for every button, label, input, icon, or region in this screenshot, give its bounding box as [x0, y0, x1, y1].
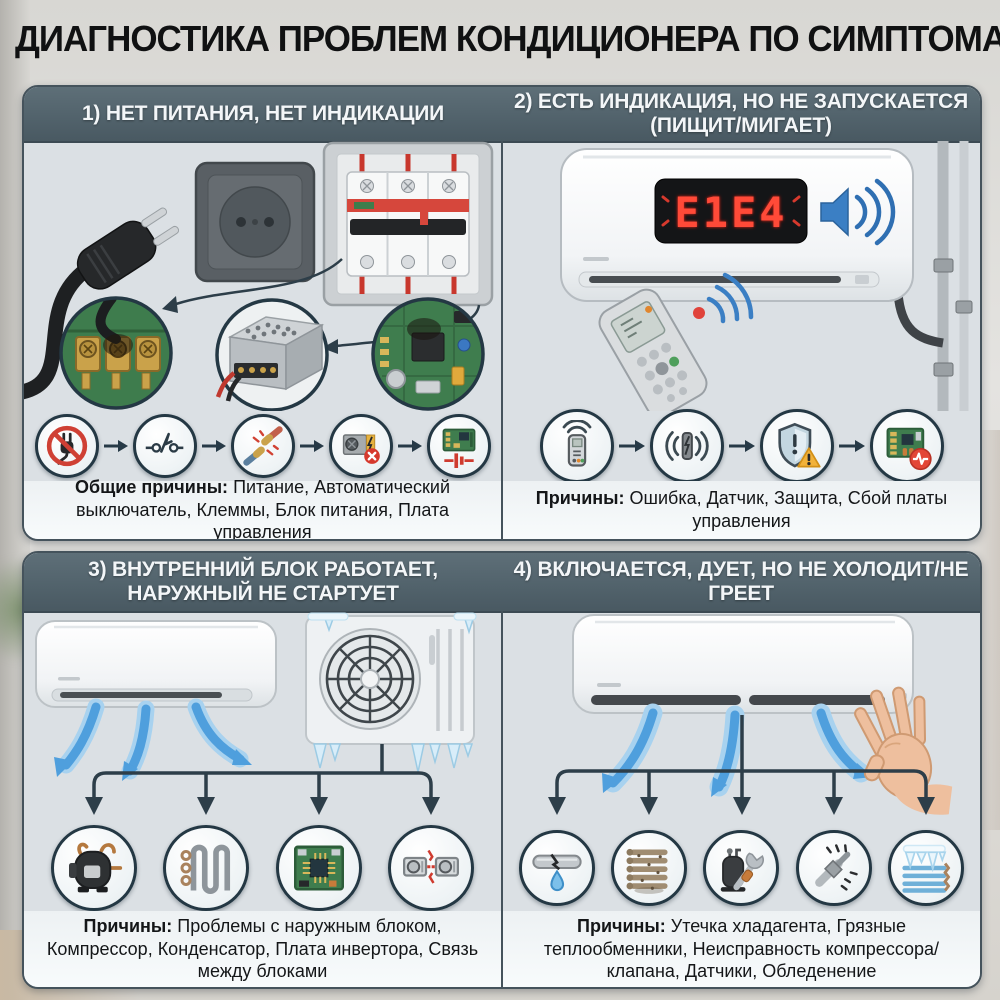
sensor-signal-icon — [649, 409, 724, 483]
control-board-closeup — [371, 297, 485, 411]
panel-top-header: 1) НЕТ ПИТАНИЯ, НЕТ ИНДИКАЦИИ 2) ЕСТЬ ИН… — [24, 87, 980, 143]
quadrant4-title: 4) ВКЛЮЧАЕТСЯ, ДУЕТ, НО НЕ ХОЛОДИТ/НЕ ГР… — [513, 558, 969, 605]
vertical-divider — [501, 611, 503, 987]
airflow-arrows — [54, 698, 252, 781]
ir-led-glow — [693, 307, 705, 319]
page-title: ДИАГНОСТИКА ПРОБЛЕМ КОНДИЦИОНЕРА ПО СИМП… — [15, 18, 1000, 59]
sensor-spark-icon — [795, 830, 872, 906]
quadrant-4: Причины: Утечка хладагента, Грязные тепл… — [503, 553, 980, 987]
circuit-breaker-panel — [322, 141, 494, 307]
caption-text: Утечка хладагента, Грязные теплообменник… — [543, 916, 940, 982]
quadrant4-illustration — [503, 611, 980, 825]
indicating-unit-illustration: E1E4 E1E4 — [560, 141, 973, 411]
quadrant1-caption: Общие причины: Питание, Автоматический в… — [24, 477, 501, 539]
quadrant2-icon-flow — [503, 409, 980, 483]
power-chain-illustration — [24, 141, 494, 411]
power-plug — [24, 207, 180, 399]
indoor-outdoor-illustration — [35, 612, 477, 815]
caption-label: Общие причины: — [74, 477, 229, 497]
remote-signal-waves — [706, 272, 754, 324]
branch-arrowheads — [548, 797, 935, 815]
quadrant3-title: 3) ВНУТРЕННИЙ БЛОК РАБОТАЕТ, НАРУЖНЫЙ НЕ… — [88, 558, 438, 605]
indoor-unit — [572, 614, 914, 714]
caption-label: Причины: — [83, 916, 173, 936]
error-display: E1E4 E1E4 — [654, 178, 808, 244]
flow-arrow — [728, 440, 755, 452]
blowing-unit-hand-illustration — [548, 614, 953, 815]
beeper-icon — [820, 178, 896, 246]
quadrant1-illustration — [24, 141, 501, 411]
compressor-wrench-icon — [703, 830, 780, 906]
caption-text: Проблемы с наружным блоком, Компрессор, … — [46, 916, 479, 982]
panel-bottom: 3) ВНУТРЕННИЙ БЛОК РАБОТАЕТ, НАРУЖНЫЙ НЕ… — [22, 551, 982, 989]
quadrant-2: E1E4 E1E4 — [503, 87, 980, 539]
remote-signal-icon — [539, 409, 614, 483]
power-supply-closeup — [215, 298, 329, 411]
refrigerant-leak-icon — [519, 830, 596, 906]
quadrant3-illustration — [24, 611, 501, 825]
burnt-terminals-closeup — [59, 296, 173, 410]
flow-arrow — [103, 440, 128, 452]
panel-bottom-header: 3) ВНУТРЕННИЙ БЛОК РАБОТАЕТ, НАРУЖНЫЙ НЕ… — [24, 553, 980, 613]
remote-control — [598, 288, 708, 411]
board-pulse-fault-icon — [869, 409, 944, 483]
frozen-outdoor-unit — [305, 612, 477, 773]
error-code: E1E4 — [674, 188, 787, 237]
flow-arrow — [299, 440, 324, 452]
quadrant4-icon-row — [503, 825, 980, 911]
units-link-broken-icon — [388, 825, 475, 911]
pipes — [893, 141, 973, 411]
quadrant3-caption: Причины: Проблемы с наружным блоком, Ком… — [24, 911, 501, 987]
error-code: E1E4 — [674, 188, 787, 237]
quadrant1-title: 1) НЕТ ПИТАНИЯ, НЕТ ИНДИКАЦИИ — [81, 102, 445, 126]
quadrant2-caption: Причины: Ошибка, Датчик, Защита, Сбой пл… — [503, 481, 980, 539]
vertical-divider — [501, 141, 503, 539]
quadrant2-illustration: E1E4 E1E4 — [503, 141, 980, 411]
condenser-coil-icon — [163, 825, 250, 911]
protection-shield-icon — [759, 409, 834, 483]
wall-socket — [194, 161, 316, 283]
power-supply-failed-icon — [328, 414, 393, 478]
branch-connector — [555, 715, 928, 797]
loose-wires-icon — [230, 414, 295, 478]
caption-label: Причины: — [577, 916, 666, 936]
breaker-tripped-icon — [132, 414, 197, 478]
quadrant4-caption: Причины: Утечка хладагента, Грязные тепл… — [503, 911, 980, 987]
quadrant2-title: 2) ЕСТЬ ИНДИКАЦИЯ, НО НЕ ЗАПУСКАЕТСЯ (ПИ… — [514, 90, 968, 137]
quadrant1-icon-flow — [24, 411, 501, 481]
control-board-fault-icon — [426, 414, 491, 478]
hand-feeling-airflow — [854, 686, 953, 815]
dirty-heat-exchanger-icon — [611, 830, 688, 906]
flow-arrow — [201, 440, 226, 452]
quadrant-3: Причины: Проблемы с наружным блоком, Ком… — [24, 553, 501, 987]
flow-arrow — [838, 440, 865, 452]
flow-arrow — [397, 440, 422, 452]
branch-arrowheads — [85, 797, 440, 815]
iced-coil-icon — [887, 830, 964, 906]
branch-connector — [92, 744, 433, 797]
caption-text: Питание, Автоматический выключатель, Кле… — [75, 477, 451, 541]
indoor-unit — [35, 620, 277, 708]
caption-label: Причины: — [535, 488, 625, 509]
compressor-icon — [50, 825, 137, 911]
panel-top: 1) НЕТ ПИТАНИЯ, НЕТ ИНДИКАЦИИ 2) ЕСТЬ ИН… — [22, 85, 982, 541]
quadrant3-icon-row — [24, 825, 501, 911]
quadrant-1: Общие причины: Питание, Автоматический в… — [24, 87, 501, 539]
no-plug-icon — [34, 414, 99, 478]
caption-text: Ошибка, Датчик, Защита, Сбой платы управ… — [624, 488, 948, 531]
flow-arrow — [618, 440, 645, 452]
inverter-board-icon — [275, 825, 362, 911]
